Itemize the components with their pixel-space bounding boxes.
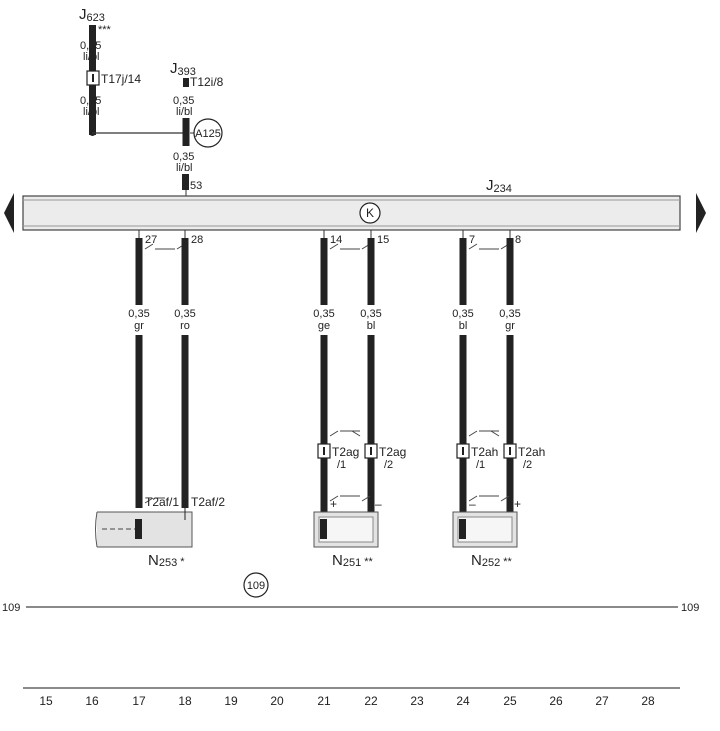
pin-53-label: 53 (190, 180, 202, 192)
svg-text:gr: gr (505, 320, 515, 332)
polarity-n252-a: – (469, 497, 476, 511)
column-20: 20 (270, 694, 284, 708)
column-16: 16 (85, 694, 99, 708)
pin-7-label: 7 (469, 234, 475, 246)
svg-text:T2ag: T2ag (379, 445, 406, 459)
component-n253 (95, 508, 193, 548)
a125-symbol (193, 118, 223, 148)
wire-top-3-size: 0,35 (173, 95, 194, 107)
j393-terminal (183, 78, 189, 87)
wire-top-4-size: 0,35 (173, 151, 194, 163)
svg-text:T2ah: T2ah (518, 445, 545, 459)
column-22: 22 (364, 694, 378, 708)
svg-text:0,35: 0,35 (128, 308, 149, 320)
svg-text:bl: bl (367, 320, 376, 332)
component-n252 (452, 511, 518, 548)
svg-text:/2: /2 (384, 459, 393, 471)
svg-text:bl: bl (459, 320, 468, 332)
twist-symbols-mid (329, 430, 500, 437)
svg-text:0,35: 0,35 (452, 308, 473, 320)
j393-label: J393 (170, 60, 196, 78)
svg-text:gr: gr (134, 320, 144, 332)
n251-label: N251** (332, 552, 373, 569)
svg-text:0,35: 0,35 (313, 308, 334, 320)
j234-label: J234 (486, 177, 512, 195)
a125-label: A125 (195, 128, 221, 140)
j623-label: J623 (79, 6, 105, 24)
t2af-1-label: T2af/1 (145, 495, 179, 509)
pin-15-label: 15 (377, 234, 389, 246)
j234-bus-bar (22, 195, 681, 231)
ground-ref-109-label: 109 (247, 580, 265, 592)
twist-symbols-bottom (144, 495, 510, 504)
polarity-n252-b: + (514, 497, 521, 511)
bus-k-label: K (366, 206, 374, 220)
column-23: 23 (410, 694, 424, 708)
pin-14-label: 14 (330, 234, 342, 246)
svg-text:/1: /1 (337, 459, 346, 471)
svg-text:0,35: 0,35 (174, 308, 195, 320)
column-17: 17 (132, 694, 146, 708)
column-21: 21 (317, 694, 331, 708)
wire-top-4-color: li/bl (176, 162, 193, 174)
svg-text:0,35: 0,35 (499, 308, 520, 320)
column-27: 27 (595, 694, 609, 708)
connector-t2ag-2: T2ag /2 (364, 443, 406, 471)
ground-line-left-label: 109 (2, 602, 20, 614)
n253-label: N253* (148, 552, 185, 569)
t17j-label: T17j/14 (101, 72, 141, 86)
wire-top-2-size: 0,35 (80, 95, 101, 107)
wire-label-6: 0,35 gr (496, 305, 524, 335)
pin-27-label: 27 (145, 234, 157, 246)
ground-line-right-label: 109 (681, 602, 699, 614)
wire-label-4: 0,35 bl (357, 305, 385, 335)
pin-leads (138, 230, 511, 238)
polarity-n251-a: + (330, 497, 337, 511)
t12i-label: T12i/8 (190, 75, 224, 89)
pin-28-label: 28 (191, 234, 203, 246)
wire-top-2-color: li/bl (83, 106, 100, 118)
j623-terminal (89, 25, 96, 35)
j623-mark: *** (98, 24, 112, 36)
svg-text:/1: /1 (476, 459, 485, 471)
svg-text:ge: ge (318, 320, 330, 332)
column-24: 24 (456, 694, 470, 708)
connector-t2ah-1: T2ah /1 (456, 443, 498, 471)
t2af-2-label: T2af/2 (191, 495, 225, 509)
connector-t2ah-2: T2ah /2 (503, 443, 545, 471)
wire-label-1: 0,35 gr (125, 305, 153, 335)
svg-text:T2ah: T2ah (471, 445, 498, 459)
connector-t2ag-1: T2ag /1 (317, 443, 359, 471)
ground-ref-109-circle (243, 572, 269, 598)
bus-left-arrow (4, 193, 14, 233)
svg-text:0,35: 0,35 (360, 308, 381, 320)
bus-right-arrow (696, 193, 706, 233)
pin-53-terminal (182, 174, 189, 190)
wire-top-3-color: li/bl (176, 106, 193, 118)
wire-label-5: 0,35 bl (449, 305, 477, 335)
wire-label-2: 0,35 ro (171, 305, 199, 335)
column-15: 15 (39, 694, 53, 708)
svg-text:/2: /2 (523, 459, 532, 471)
column-19: 19 (224, 694, 238, 708)
column-26: 26 (549, 694, 563, 708)
polarity-n251-b: – (375, 497, 382, 511)
wire-label-3: 0,35 ge (310, 305, 338, 335)
column-28: 28 (641, 694, 655, 708)
pin-8-label: 8 (515, 234, 521, 246)
svg-text:ro: ro (180, 320, 190, 332)
n252-label: N252** (471, 552, 512, 569)
column-numbers: 15 16 17 18 19 20 21 22 23 24 25 26 27 2… (39, 694, 655, 708)
svg-text:T2ag: T2ag (332, 445, 359, 459)
column-18: 18 (178, 694, 192, 708)
bus-k-symbol (359, 202, 381, 224)
component-n251 (313, 511, 379, 548)
column-25: 25 (503, 694, 517, 708)
